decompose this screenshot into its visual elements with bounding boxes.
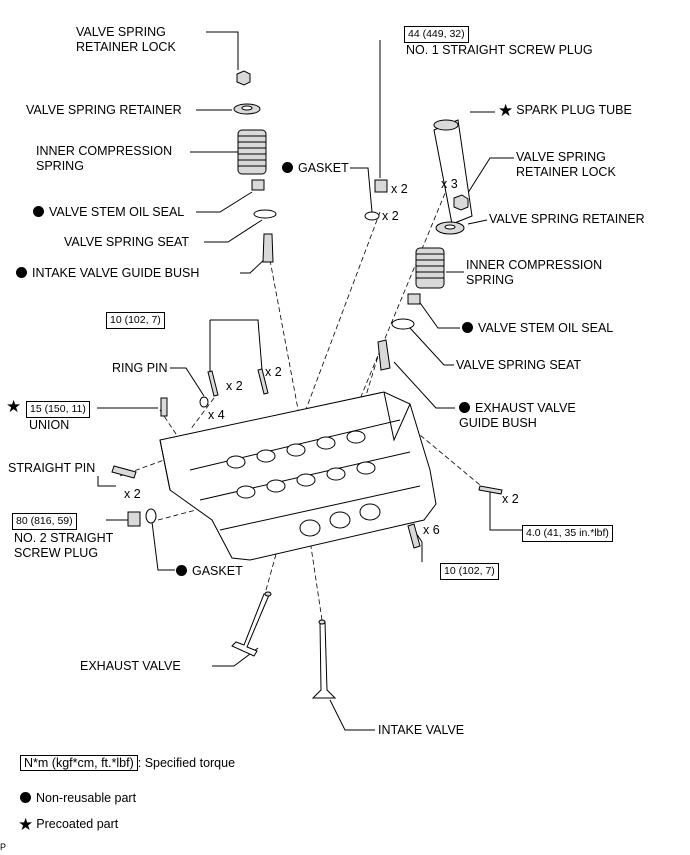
torque-no2-plug: 80 (816, 59) [12,513,77,530]
exhaust-valve-part [231,591,272,657]
qty-stud-a: x 2 [226,379,243,393]
label-intake-valve-guide-bush: INTAKE VALVE GUIDE BUSH [16,266,199,281]
non-reusable-dot-icon [33,206,44,217]
torque-stud-top: 10 (102, 7) [106,312,165,329]
non-reusable-dot-icon [20,792,31,803]
qty-ring-pin: x 4 [208,408,225,422]
label-valve-spring-retainer-right: VALVE SPRING RETAINER [489,212,645,226]
label-no2-straight-screw-plug: NO. 2 STRAIGHT SCREW PLUG [14,531,114,560]
legend-torque-row: N*m (kgf*cm, ft.*lbf): Specified torque [20,755,236,771]
non-reusable-dot-icon [462,322,473,333]
precoated-star-icon: ★ [6,397,22,416]
label-gasket-upper: GASKET [282,161,349,176]
label-valve-stem-oil-seal-left: VALVE STEM OIL SEAL [33,205,184,220]
precoated-star-icon: ★ [18,815,34,834]
qty-gasket-upper: x 2 [382,209,399,223]
union-torque-row: ★ [6,397,24,416]
intake-valve-part [311,619,337,699]
label-valve-spring-retainer-lock-right: VALVE SPRING RETAINER LOCK [516,150,616,179]
corner-mark: P [0,842,7,852]
legend-precoated-row: ★Precoated part [18,815,119,834]
cam-journals [226,430,376,499]
non-reusable-dot-icon [282,162,293,173]
qty-stud-bottom: x 6 [423,523,440,537]
label-inner-compression-spring-left: INNER COMPRESSION SPRING [36,144,173,173]
torque-union: 15 (150, 11) [26,401,90,418]
right-valve-parts [377,119,473,371]
legend-torque-text: : Specified torque [137,756,236,770]
top-plugs [111,179,503,549]
label-union: UNION [29,418,70,432]
precoated-star-icon: ★ [498,101,514,120]
non-reusable-dot-icon [459,402,470,413]
label-valve-spring-retainer-left: VALVE SPRING RETAINER [26,103,182,117]
label-exhaust-valve: EXHAUST VALVE [80,659,181,673]
label-intake-valve: INTAKE VALVE [378,723,465,737]
left-valve-parts [233,70,277,263]
left-spring [237,129,267,175]
qty-spark-tube: x 3 [441,177,458,191]
ports [299,503,381,537]
qty-stud-right: x 2 [502,492,519,506]
label-ring-pin: RING PIN [112,361,168,375]
label-exhaust-valve-guide-bush: EXHAUST VALVE GUIDE BUSH [459,401,576,430]
label-inner-compression-spring-right: INNER COMPRESSION SPRING [466,258,603,287]
qty-no1-plug: x 2 [391,182,408,196]
legend-non-reusable-text: Non-reusable part [36,791,137,805]
qty-stud-b: x 2 [265,365,282,379]
leader-lines [97,31,522,731]
label-gasket-lower: GASKET [176,564,243,579]
torque-no1-plug: 44 (449, 32) [404,26,469,43]
label-valve-spring-retainer-lock-left: VALVE SPRING RETAINER LOCK [76,25,176,54]
legend-non-reusable-row: Non-reusable part [20,791,136,806]
non-reusable-dot-icon [176,565,187,576]
legend-torque-box: N*m (kgf*cm, ft.*lbf) [20,755,138,771]
label-no1-straight-screw-plug: NO. 1 STRAIGHT SCREW PLUG [406,43,593,57]
label-spark-plug-tube: ★SPARK PLUG TUBE [498,101,632,120]
label-valve-spring-seat-right: VALVE SPRING SEAT [456,358,582,372]
non-reusable-dot-icon [16,267,27,278]
torque-stud-bottom: 10 (102, 7) [440,563,499,580]
torque-stud-right: 4.0 (41, 35 in.*lbf) [522,525,613,542]
label-valve-stem-oil-seal-right: VALVE STEM OIL SEAL [462,321,613,336]
label-valve-spring-seat-left: VALVE SPRING SEAT [64,235,190,249]
qty-straight-pin: x 2 [124,487,141,501]
cylinder-head [159,391,437,561]
label-straight-pin: STRAIGHT PIN [8,461,96,475]
legend-precoated-text: Precoated part [36,817,119,831]
